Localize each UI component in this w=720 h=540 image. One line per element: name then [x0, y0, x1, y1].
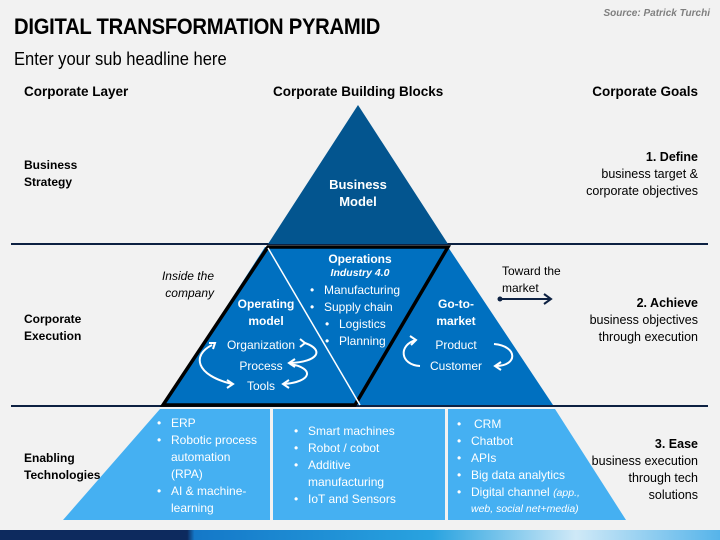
- goal-text: corporate objectives: [586, 184, 698, 198]
- row-label-line: Technologies: [24, 468, 101, 482]
- row-label-line: Execution: [24, 329, 82, 343]
- tech-item-continued: manufacturing: [308, 475, 385, 489]
- go-to-market-items: Product Customer: [418, 335, 494, 377]
- tech-item: ERP: [155, 415, 257, 432]
- tech-item: Digital channel (app.,: [455, 484, 580, 502]
- operations-sublist: Logistics Planning: [323, 316, 386, 350]
- toward-market-note: Toward the market: [502, 263, 561, 297]
- operating-model-items: Organization Process Tools: [216, 335, 306, 397]
- tech-item: Additive: [292, 457, 396, 474]
- go-to-market-cycle-arrows: [402, 335, 514, 371]
- column-header-corporate-goals: Corporate Goals: [592, 84, 698, 99]
- tech-item: APIs: [455, 450, 580, 467]
- page-subtitle: Enter your sub headline here: [14, 49, 227, 69]
- label-line: Model: [339, 194, 377, 209]
- toward-market-arrow: [497, 293, 553, 305]
- tech-item: Robotic process: [155, 432, 257, 449]
- label-line: model: [248, 314, 284, 328]
- goal-define: 1. Define business target & corporate ob…: [586, 149, 698, 200]
- operating-item: Organization: [226, 338, 296, 352]
- row-label-line: Corporate: [24, 312, 82, 326]
- tech-item: Chatbot: [455, 433, 580, 450]
- label-line: Go-to-: [438, 297, 474, 311]
- operating-model-title: Operating model: [228, 296, 304, 330]
- operating-item: Tools: [246, 379, 275, 393]
- tech-item-continued: (RPA): [171, 467, 203, 481]
- row-label-business-strategy: Business Strategy: [24, 157, 77, 191]
- goal-title: 2. Achieve: [636, 296, 698, 310]
- label-line: market: [436, 314, 476, 328]
- tech-item-continued: learning: [171, 501, 214, 515]
- internal-block-outline: [159, 245, 452, 407]
- tech-item: Robot / cobot: [292, 440, 396, 457]
- goal-text: through execution: [598, 330, 698, 344]
- business-model-label: Business Model: [318, 176, 398, 210]
- go-to-market-item: Customer: [429, 359, 482, 373]
- tech-item: CRM: [455, 416, 580, 433]
- column-header-corporate-layer: Corporate Layer: [24, 84, 129, 99]
- tech-item-continued: automation: [171, 450, 231, 464]
- row-label-corporate-execution: Corporate Execution: [24, 311, 81, 345]
- goal-text: business execution: [591, 454, 698, 468]
- goal-achieve: 2. Achieve business objectives through e…: [590, 295, 698, 346]
- operations-item: Supply chain: [308, 299, 400, 316]
- goal-text: through tech: [628, 471, 699, 485]
- tech-item: Smart machines: [292, 423, 396, 440]
- operations-subitem: Planning: [323, 333, 386, 350]
- goal-ease: 3. Ease business execution through tech …: [592, 436, 698, 504]
- note-line: company: [165, 286, 214, 300]
- footer-gradient-bar: [0, 530, 720, 540]
- column-header-building-blocks: Corporate Building Blocks: [273, 84, 444, 99]
- operating-cycle-arrows: [198, 338, 318, 389]
- row-label-line: Enabling: [24, 451, 75, 465]
- note-line: market: [502, 281, 539, 295]
- tech-item-text: Digital channel: [471, 485, 554, 499]
- goal-title: 3. Ease: [654, 437, 698, 451]
- page-title: DIGITAL TRANSFORMATION PYRAMID: [14, 14, 381, 39]
- operations-list: Manufacturing Supply chain: [308, 282, 400, 316]
- tech-item-text: CRM: [474, 417, 502, 431]
- label-line: Business: [329, 177, 387, 192]
- row-label-enabling-technologies: Enabling Technologies: [24, 450, 100, 484]
- goal-text: solutions: [648, 488, 698, 502]
- label-line: Operating: [237, 297, 295, 311]
- operating-item: Process: [239, 358, 283, 373]
- tech-item-note: web, social net+media): [471, 503, 579, 515]
- operations-title: Operations: [328, 252, 392, 266]
- tech-center-list: Smart machines Robot / cobot Additive ma…: [292, 423, 396, 508]
- note-line: Inside the: [161, 269, 214, 283]
- tech-left-list: ERP Robotic process automation (RPA) AI …: [155, 415, 257, 517]
- tech-right-list: CRM Chatbot APIs Big data analytics Digi…: [455, 416, 580, 517]
- tech-item: AI & machine-: [155, 483, 257, 500]
- operations-subitem: Logistics: [323, 316, 386, 333]
- row-label-line: Business: [24, 158, 78, 172]
- source-credit: Source: Patrick Turchi: [603, 8, 710, 19]
- row-label-line: Strategy: [24, 175, 73, 189]
- go-to-market-item: Product: [435, 338, 477, 352]
- tech-item-note: (app.,: [553, 487, 580, 499]
- tech-item: Big data analytics: [455, 467, 580, 484]
- tech-item: IoT and Sensors: [292, 491, 396, 508]
- inside-company-note: Inside the company: [162, 268, 214, 302]
- operating-operations-separator: [267, 247, 361, 406]
- note-line: Toward the: [502, 264, 561, 278]
- operations-subtitle: Industry 4.0: [330, 267, 390, 279]
- goal-title: 1. Define: [645, 150, 698, 164]
- pyramid-top-tier: [268, 105, 448, 244]
- operations-item: Manufacturing: [308, 282, 400, 299]
- go-to-market-title: Go-to- market: [418, 296, 494, 330]
- goal-text: business objectives: [589, 313, 698, 327]
- goal-text: business target &: [601, 167, 698, 181]
